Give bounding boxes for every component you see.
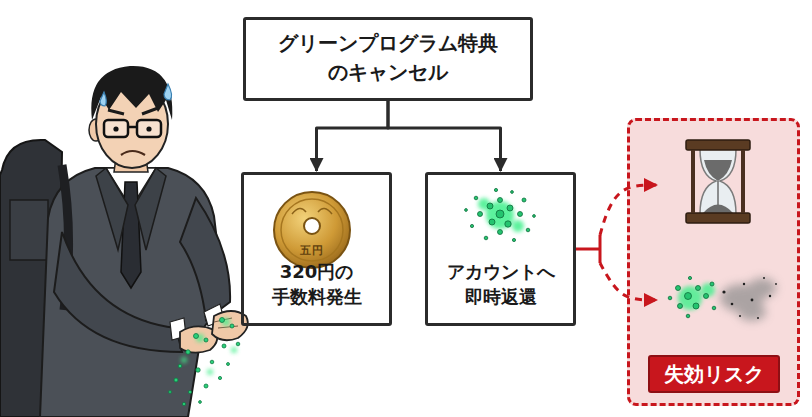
node-text: グリーンプログラム特典 のキャンセル <box>264 30 512 87</box>
connector-bar <box>599 235 602 263</box>
risk-panel: 失効リスク <box>627 118 800 406</box>
title-box: グリーンプログラム特典 のキャンセル <box>243 17 533 101</box>
risk-panel-fill <box>627 118 800 406</box>
node-text: 320円の 手数料発生 <box>252 259 381 309</box>
connector-line <box>317 101 389 171</box>
connector <box>576 185 657 300</box>
businessman-figure <box>0 66 248 417</box>
coin-inscription: 五円 <box>300 243 324 258</box>
node-text: 失効リスク <box>648 355 780 393</box>
dissolving-particles-icon <box>668 276 777 321</box>
green-particle-icon <box>465 188 536 241</box>
connector-line <box>388 101 501 171</box>
connector <box>388 101 501 171</box>
node-text: アカウントへ 即時返還 <box>436 259 565 309</box>
info-box: アカウントへ 即時返還 <box>425 172 576 326</box>
green-particles <box>169 318 240 406</box>
connector-stem <box>576 248 600 251</box>
coin-icon <box>274 192 350 268</box>
hourglass-icon <box>686 140 750 223</box>
connector <box>317 101 389 171</box>
